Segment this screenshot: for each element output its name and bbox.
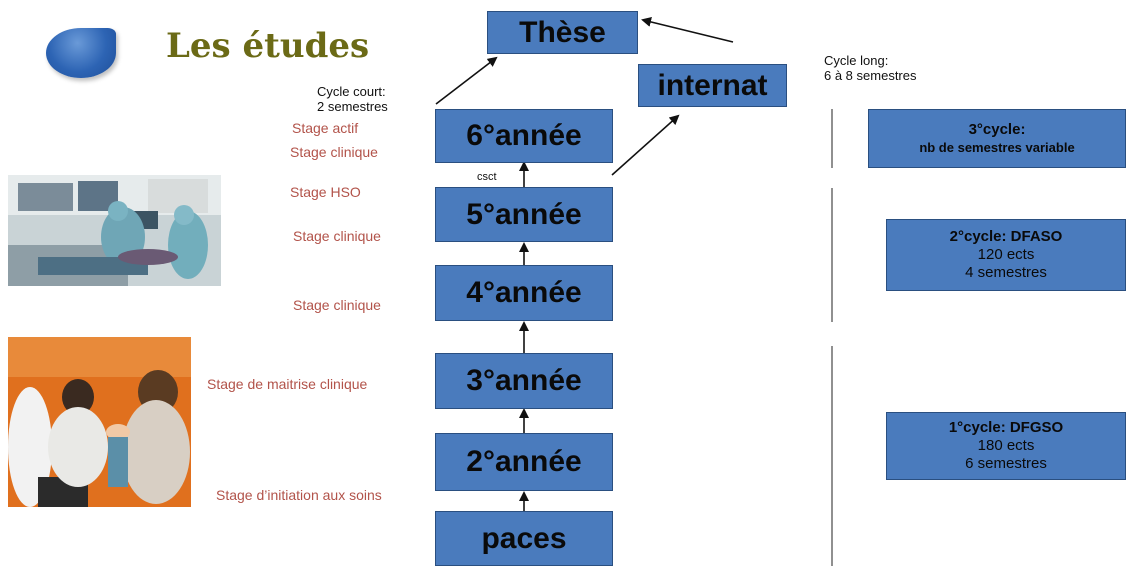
cycle-court-label: Cycle court: 2 semestres <box>317 84 388 114</box>
stage-actif: Stage actif <box>292 120 359 136</box>
cycle-3-detail: nb de semestres variable <box>919 139 1075 155</box>
box-paces: paces <box>435 511 613 566</box>
arrow-6-these <box>435 56 498 105</box>
cycle-1-ects: 180 ects <box>977 437 1035 454</box>
cycle-2-box: 2°cycle: DFASO 120 ects 4 semestres <box>886 219 1126 291</box>
cycle-court-line1: Cycle court: <box>317 84 386 99</box>
surgery-photo <box>8 175 221 286</box>
stage-initiation: Stage d’initiation aux soins <box>216 487 382 503</box>
box-year-6: 6°année <box>435 109 613 163</box>
arrow-5-internat <box>611 114 680 176</box>
cycle-long-line1: Cycle long: <box>824 53 889 68</box>
stage-hso: Stage HSO <box>290 184 361 200</box>
box-year-4: 4°année <box>435 265 613 321</box>
box-these: Thèse <box>487 11 638 54</box>
cycle-2-ects: 120 ects <box>977 246 1035 263</box>
csct-label: csct <box>477 171 497 183</box>
cycle-3-box: 3°cycle: nb de semestres variable <box>868 109 1126 168</box>
cycle-1-title: 1°cycle: DFGSO <box>948 419 1064 436</box>
cycle-1-box: 1°cycle: DFGSO 180 ects 6 semestres <box>886 412 1126 480</box>
cycle-1-semestres: 6 semestres <box>965 455 1047 472</box>
cycle-2-title: 2°cycle: DFASO <box>949 228 1063 245</box>
box-year-2: 2°année <box>435 433 613 491</box>
stage-maitrise: Stage de maitrise clinique <box>207 376 368 392</box>
logo-drop <box>46 28 116 78</box>
stage-clinique-6: Stage clinique <box>290 144 378 160</box>
box-internat: internat <box>638 64 787 107</box>
box-year-3: 3°année <box>435 353 613 409</box>
arrow-long-these <box>641 17 734 43</box>
stage-clinique-4: Stage clinique <box>293 297 381 313</box>
cycle-3-title: 3°cycle: <box>968 120 1026 138</box>
cycle-long-line2: 6 à 8 semestres <box>824 68 917 83</box>
box-year-5: 5°année <box>435 187 613 242</box>
cycle-2-semestres: 4 semestres <box>965 264 1047 281</box>
cycle-long-label: Cycle long: 6 à 8 semestres <box>824 53 917 83</box>
stage-clinique-5: Stage clinique <box>293 228 381 244</box>
cycle-court-line2: 2 semestres <box>317 99 388 114</box>
page-title: Les études <box>166 26 370 66</box>
dental-care-photo <box>8 337 191 507</box>
